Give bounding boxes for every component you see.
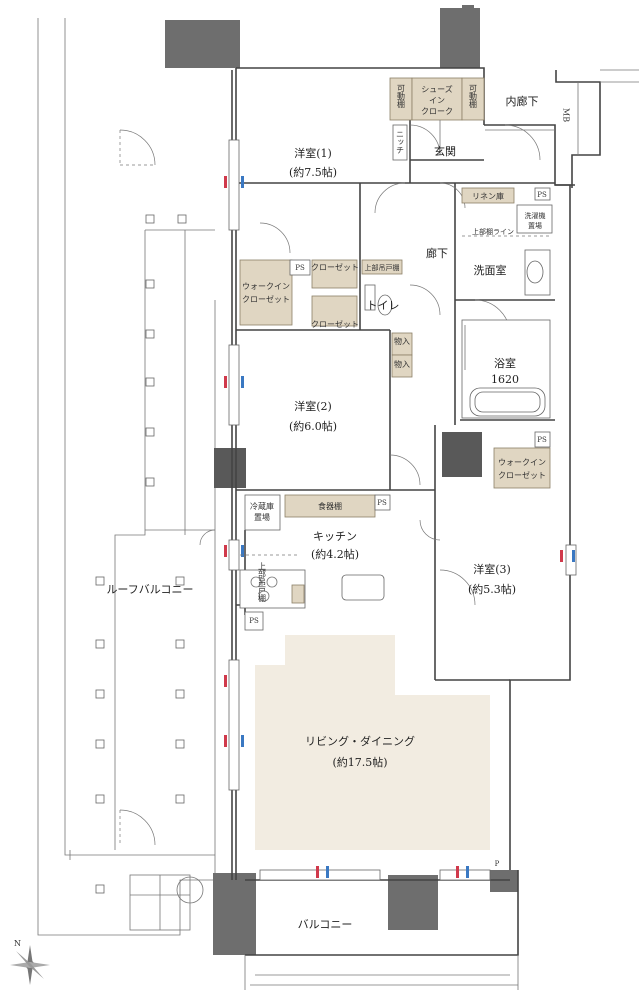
walk-in-closet-1-label-1: ウォークイン bbox=[242, 282, 290, 291]
inner-corridor-label: 内廊下 bbox=[506, 94, 539, 108]
niche-label: ニッチ bbox=[396, 130, 405, 154]
p-label: P bbox=[495, 860, 500, 868]
toilet-label: トイレ bbox=[367, 299, 400, 312]
shoes-in-cloak-label-2: イン bbox=[429, 96, 445, 105]
windows bbox=[228, 139, 577, 881]
closet-upper-label: クローゼット bbox=[311, 262, 359, 272]
bathroom-fixtures bbox=[461, 319, 551, 419]
toilet-fixtures bbox=[364, 284, 393, 316]
movable-shelf-left-label: 可動棚 bbox=[397, 84, 406, 109]
fridge-label-1: 冷蔵庫 bbox=[250, 501, 274, 511]
shoes-in-cloak-label-3: クローク bbox=[421, 107, 453, 116]
walk-in-closet-3-label-2: クローゼット bbox=[498, 470, 546, 480]
closet-lower-label: クローゼット bbox=[311, 319, 359, 329]
living-dining-floor bbox=[255, 635, 490, 850]
western-room-1-label: 洋室(1) bbox=[294, 146, 332, 160]
room-labels: 洋室(1) (約7.5帖) 洋室(2) (約6.0帖) 洋室(3) (約5.3帖… bbox=[289, 94, 539, 931]
compass-north-label: N bbox=[14, 939, 21, 948]
kitchen-fixtures bbox=[199, 529, 385, 609]
fridge-label-2: 置場 bbox=[254, 512, 270, 522]
washer-label-1: 洗濯機 bbox=[525, 211, 546, 220]
ps-label-2: PS bbox=[537, 191, 547, 199]
ps-label-4: PS bbox=[377, 499, 387, 507]
ps-label-5: PS bbox=[249, 617, 259, 625]
roof-balcony-area: ルーフバルコニー bbox=[37, 18, 216, 936]
ventilation-marks bbox=[224, 176, 575, 878]
western-room-2-label: 洋室(2) bbox=[294, 399, 332, 413]
western-room-3-label: 洋室(3) bbox=[473, 562, 511, 576]
living-dining-size: (約17.5帖) bbox=[332, 755, 387, 769]
kitchen-size: (約4.2帖) bbox=[311, 547, 359, 561]
bath-size: 1620 bbox=[491, 373, 519, 386]
ps-label-3: PS bbox=[537, 436, 547, 444]
upper-shelf-line-label: 上部棚ライン bbox=[472, 227, 514, 236]
storage-b-label: 物入 bbox=[394, 359, 410, 369]
ps-label-1: PS bbox=[295, 264, 305, 272]
storage-labels: シューズ イン クローク 可動棚 可動棚 ニッチ リネン庫 洗濯機 置場 上部棚… bbox=[242, 84, 571, 868]
roof-balcony-label: ルーフバルコニー bbox=[106, 583, 193, 596]
western-room-2-size: (約6.0帖) bbox=[289, 419, 337, 433]
living-dining-label: リビング・ダイニング bbox=[305, 734, 415, 748]
washer-label-2: 置場 bbox=[528, 221, 542, 230]
railing-posts bbox=[95, 214, 187, 894]
corridor-label: 廊下 bbox=[426, 246, 448, 260]
pantry-label: 食器棚 bbox=[318, 501, 342, 511]
upper-cabinet-label: 上部吊戸棚 bbox=[365, 263, 400, 272]
washroom-fixtures bbox=[462, 235, 552, 296]
bath-label: 浴室 bbox=[494, 356, 516, 370]
movable-shelf-right-label: 可動棚 bbox=[469, 84, 478, 109]
storage-a-label: 物入 bbox=[394, 336, 410, 346]
balcony-label: バルコニー bbox=[298, 918, 353, 931]
mb-label: MB bbox=[562, 108, 571, 122]
washroom-label: 洗面室 bbox=[474, 263, 507, 277]
western-room-3-size: (約5.3帖) bbox=[468, 582, 516, 596]
walk-in-closet-3-label-1: ウォークイン bbox=[498, 458, 546, 467]
entrance-label: 玄関 bbox=[434, 144, 456, 158]
compass-icon: N bbox=[10, 939, 50, 985]
storage-units bbox=[239, 77, 553, 631]
shoes-in-cloak-label-1: シューズ bbox=[421, 84, 453, 94]
entry-area bbox=[439, 120, 555, 155]
western-room-1-size: (約7.5帖) bbox=[289, 165, 337, 179]
kitchen-upper-cabinet-label: 上部吊戸棚 bbox=[258, 562, 267, 603]
walk-in-closet-1-label-2: クローゼット bbox=[242, 294, 290, 304]
kitchen-label: キッチン bbox=[313, 530, 357, 543]
linen-label: リネン庫 bbox=[472, 191, 504, 201]
